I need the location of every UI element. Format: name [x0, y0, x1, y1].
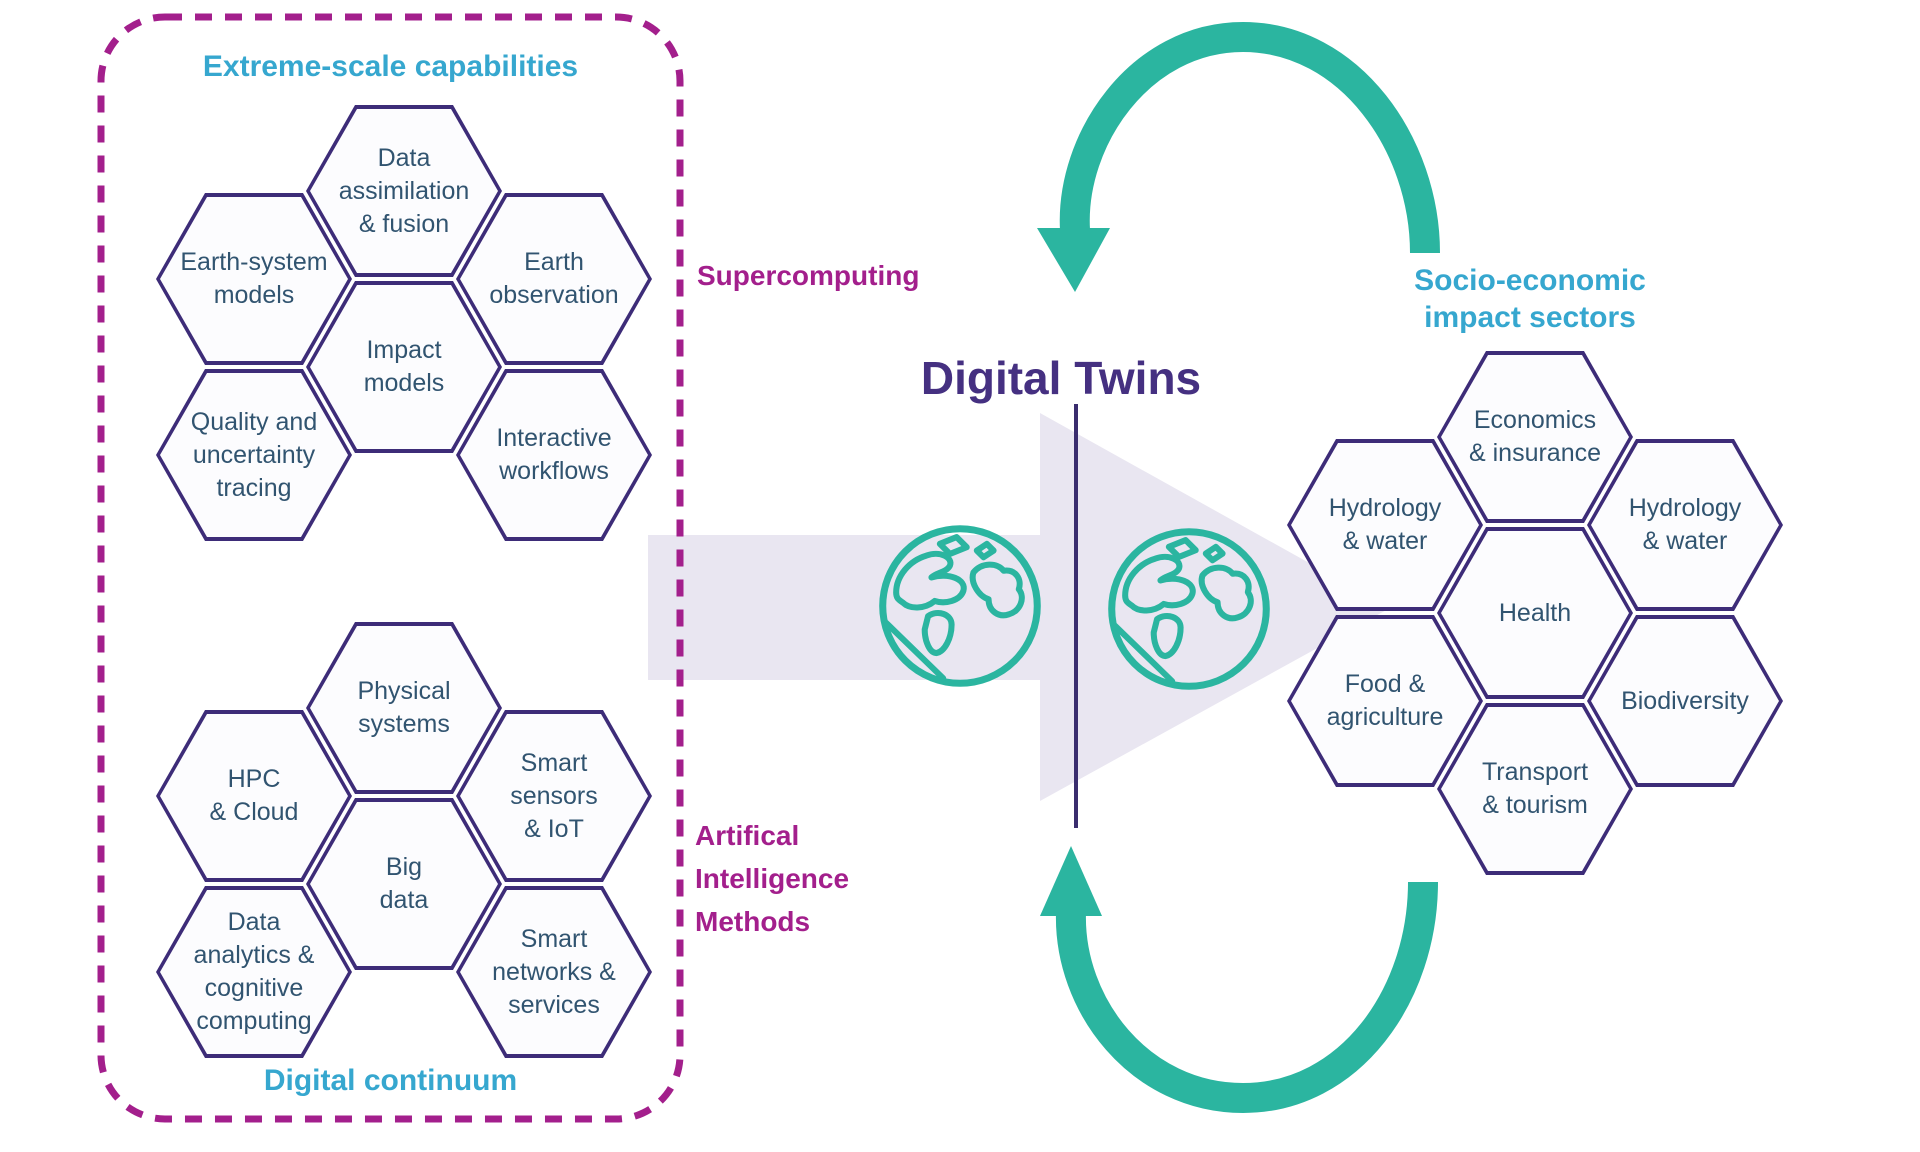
hexagon-label: Economics & insurance — [1468, 406, 1602, 467]
hexagon-label: Biodiversity — [1621, 686, 1749, 715]
globe-icon — [879, 525, 1041, 687]
hexagon-label: Interactive workflows — [496, 424, 612, 485]
cycle-arrow-bottom-icon — [1040, 846, 1438, 1114]
label-supercomputing: Supercomputing — [697, 260, 920, 291]
hexagon-label: Earth observation — [489, 248, 619, 309]
hexagon-physical-systems: Physical systems — [306, 622, 502, 794]
hexagon-label: Smart networks & services — [492, 924, 616, 1019]
cycle-arrow-top-icon — [1037, 21, 1440, 292]
heading-socio-economic: Socio-economic impact sectors — [1414, 264, 1646, 334]
hexagon-label: Hydrology & water — [1628, 494, 1742, 555]
hexagon-label: Big data — [379, 853, 429, 914]
hexagon-label: Data assimilation & fusion — [338, 143, 470, 238]
hexagon-label: Health — [1498, 598, 1572, 627]
globe-icon — [1108, 528, 1270, 690]
hexagon-label: Transport & tourism — [1481, 758, 1589, 819]
hexagon-label: Food & agriculture — [1326, 670, 1444, 731]
hexagon-label: HPC & Cloud — [209, 765, 299, 826]
hexagon-hpc-cloud: HPC & Cloud — [156, 710, 352, 882]
hexagon-label: Physical systems — [357, 677, 451, 738]
hexagon-label: Hydrology & water — [1328, 494, 1442, 555]
hexagon-label: Data analytics & cognitive computing — [193, 908, 315, 1035]
hexagon-smart-sensors-iot: Smart sensors & IoT — [456, 710, 652, 882]
label-ai-methods: Artifical Intelligence Methods — [695, 820, 850, 937]
hexagon-earth-system-models: Earth-system models — [156, 193, 352, 365]
heading-digital-continuum: Digital continuum — [263, 1064, 518, 1097]
dashed-boundary-box — [97, 13, 684, 1123]
heading-extreme-scale: Extreme-scale capabilities — [202, 50, 579, 83]
hexagon-quality-uncertainty-tracing: Quality and uncertainty tracing — [156, 369, 352, 541]
hexagon-label: Quality and uncertainty tracing — [190, 407, 318, 502]
hexagon-label: Impact models — [363, 336, 445, 397]
hexagon-label: Earth-system models — [180, 248, 328, 309]
page-title: Digital Twins — [920, 352, 1202, 404]
hexagon-big-data: Big data — [306, 798, 502, 970]
hexagon-label: Smart sensors & IoT — [510, 748, 598, 843]
